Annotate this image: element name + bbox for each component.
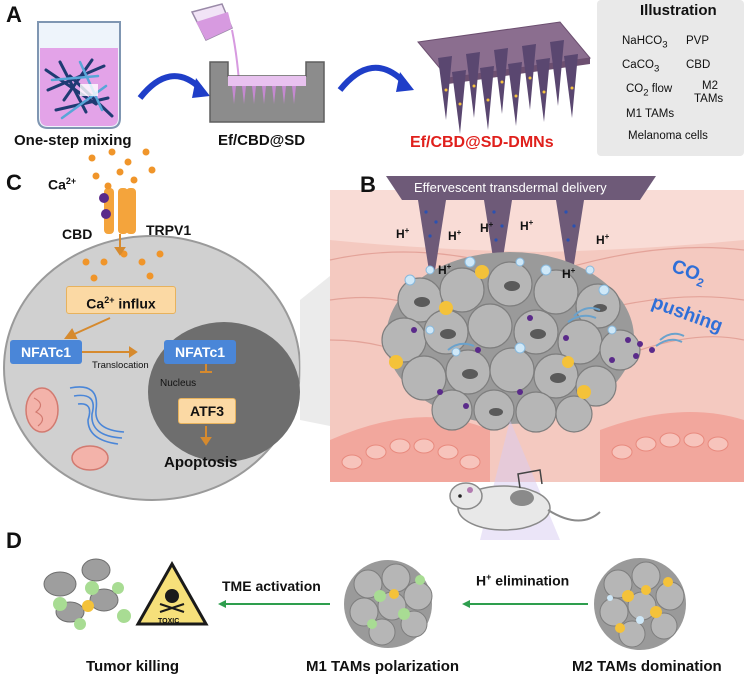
legend-title: Illustration <box>640 2 717 19</box>
legend-cbd: CBD <box>686 59 711 71</box>
influx-tail: influx <box>114 295 156 312</box>
h-plus-4: H+ <box>520 218 533 233</box>
tumor-killing-label: Tumor killing <box>86 658 180 675</box>
legend-nahco3-sub: 3 <box>662 39 668 51</box>
influx-text: Ca <box>86 295 105 312</box>
influx-sup: 2+ <box>104 295 115 305</box>
trpv1-label: TRPV1 <box>146 222 192 238</box>
legend-m2-line1: M2 <box>702 80 718 92</box>
h-elimination-label: H+ elimination <box>476 572 569 589</box>
legend-caco3-text: CaCO <box>622 59 654 71</box>
beaker-icon <box>37 21 121 129</box>
legend-co2-text: CO <box>626 83 644 95</box>
legend-co2-flow: CO2 flow <box>626 83 672 98</box>
panel-b-title: Effervescent transdermal delivery <box>414 180 607 195</box>
h4-sup: + <box>528 218 534 227</box>
panel-label-a: A <box>6 2 22 27</box>
step-ef-cbd-sd: Ef/CBD@SD <box>218 132 306 149</box>
legend-nahco3-text: NaHCO <box>622 35 663 47</box>
killed-cells <box>43 558 131 630</box>
mouse-illustration <box>449 469 601 531</box>
toxic-icon <box>135 560 209 626</box>
h5-text: H <box>596 233 605 247</box>
m1-tumor-cluster <box>344 560 433 648</box>
legend-m1-tams: M1 TAMs <box>626 108 675 120</box>
ca-sup: 2+ <box>65 176 77 186</box>
h7-sup: + <box>570 266 576 275</box>
legend-melanoma: Melanoma cells <box>628 130 708 142</box>
h2-sup: + <box>456 228 462 237</box>
cell-panel-c <box>3 148 301 501</box>
h-elim-sup: + <box>486 572 492 582</box>
h-plus-1: H+ <box>396 226 409 241</box>
h7-text: H <box>562 267 571 281</box>
cup-icon <box>190 3 241 97</box>
panel-label-d: D <box>6 528 22 553</box>
legend-caco3-sub: 3 <box>653 63 660 75</box>
ca-influx-box: Ca2+ influx <box>66 286 176 314</box>
apoptosis-label: Apoptosis <box>164 454 238 471</box>
h-plus-5: H+ <box>596 232 609 247</box>
legend-caco3: CaCO3 <box>622 59 659 74</box>
m1-polarization-label: M1 TAMs polarization <box>306 658 460 675</box>
h-plus-7: H+ <box>562 266 575 281</box>
atf3-box: ATF3 <box>178 398 236 424</box>
step-one-step-mixing: One-step mixing <box>14 132 132 149</box>
m2-tumor-cluster <box>594 558 686 650</box>
h2-text: H <box>448 229 457 243</box>
h-plus-6: H+ <box>438 262 451 277</box>
legend-m2-line2: TAMs <box>694 93 724 105</box>
tme-activation-label: TME activation <box>222 578 321 594</box>
cbd-label: CBD <box>62 226 93 242</box>
m2-domination-label: M2 TAMs domination <box>572 658 722 675</box>
legend-nahco3: NaHCO3 <box>622 35 668 50</box>
panel-label-c: C <box>6 170 22 195</box>
h-elim-text: H <box>476 572 487 589</box>
legend-co2-tail: flow <box>648 83 673 95</box>
h5-sup: + <box>604 232 610 241</box>
h6-text: H <box>438 263 447 277</box>
illustration-legend <box>597 0 744 156</box>
microneedle-patch <box>417 21 591 134</box>
skin-panel-b <box>329 176 744 540</box>
h-elim-tail: elimination <box>491 572 570 589</box>
h3-text: H <box>480 221 489 235</box>
h1-text: H <box>396 227 405 241</box>
h-plus-2: H+ <box>448 228 461 243</box>
nfatc1-left-box: NFATc1 <box>10 340 82 364</box>
h3-sup: + <box>488 220 494 229</box>
nfatc1-right-box: NFATc1 <box>164 340 236 364</box>
legend-co2-sub: 2 <box>643 87 649 99</box>
panel-label-b: B <box>360 172 376 197</box>
toxic-label: TOXIC <box>158 618 180 625</box>
h-plus-3: H+ <box>480 220 493 235</box>
microneedle-mold <box>209 61 325 123</box>
legend-pvp: PVP <box>686 35 710 47</box>
ca-text: Ca <box>48 176 66 193</box>
ca-label: Ca2+ <box>48 176 76 193</box>
h6-sup: + <box>446 262 452 271</box>
h4-text: H <box>520 219 529 233</box>
translocation-label: Translocation <box>92 360 149 371</box>
nucleus-label: Nucleus <box>160 378 197 389</box>
h1-sup: + <box>404 226 410 235</box>
step-ef-cbd-sd-dmns: Ef/CBD@SD-DMNs <box>410 134 554 151</box>
tumor-mass <box>381 252 685 433</box>
